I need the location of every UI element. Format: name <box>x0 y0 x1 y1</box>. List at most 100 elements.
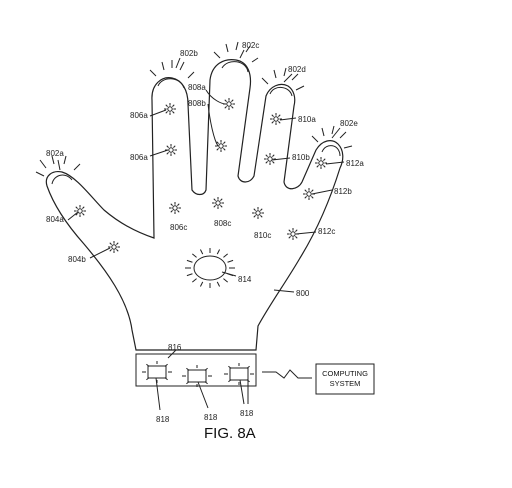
wireless-link <box>262 369 312 379</box>
wrist-unit-ray <box>164 363 168 367</box>
sensor-810a-spark <box>273 116 279 122</box>
sensor-812a-spark-ray <box>316 165 319 168</box>
sensor-810a-spark-ray <box>278 114 281 117</box>
glove-outline <box>45 59 344 351</box>
sensor-808c-spark <box>215 200 221 206</box>
sensor-810c-spark-ray <box>260 208 263 211</box>
sensor-808a-spark-ray <box>224 106 227 109</box>
sensor-808b-spark-ray <box>216 141 219 144</box>
sensor-806a-upper-spark <box>167 106 173 112</box>
label-818-right: 818 <box>240 409 254 418</box>
sensor-812b-spark-ray <box>311 189 314 192</box>
label-800: 800 <box>296 289 310 298</box>
label-812b: 812b <box>334 187 352 196</box>
sensor-sparks <box>74 98 327 253</box>
wrist-unit-ray <box>164 377 168 381</box>
palm-ray <box>216 281 221 287</box>
sensor-806a-lower-spark-ray <box>166 152 169 155</box>
nail-pinky <box>321 145 341 157</box>
sensor-806c-spark-ray <box>177 210 180 213</box>
sensor-804a-spark-ray <box>75 206 78 209</box>
sensor-810b-spark-ray <box>265 154 268 157</box>
wrist-unit-ray <box>246 365 250 369</box>
label-802d: 802d <box>288 65 306 74</box>
label-810a: 810a <box>298 115 316 124</box>
sensor-812c-spark-ray <box>295 229 298 232</box>
label-810c: 810c <box>254 231 271 240</box>
sensor-804b-spark-ray <box>109 242 112 245</box>
sensor-812b-spark-ray <box>304 196 307 199</box>
label-808b: 808b <box>188 99 206 108</box>
sensor-812a-spark-ray <box>323 165 326 168</box>
sensor-812c-spark-ray <box>288 229 291 232</box>
sensor-808c-spark-ray <box>213 205 216 208</box>
sensor-810b-spark <box>267 156 273 162</box>
fingertip-rays <box>35 41 353 177</box>
wrist-unit-ray <box>204 381 208 385</box>
wrist-unit-ray <box>228 379 232 383</box>
sensor-806a-lower-spark-ray <box>173 145 176 148</box>
sensor-804b-spark-ray <box>116 242 119 245</box>
sensor-808c-spark-ray <box>213 198 216 201</box>
sensor-812a-spark <box>318 160 324 166</box>
figure-caption: FIG. 8A <box>204 425 256 442</box>
sensor-812c-spark-ray <box>288 236 291 239</box>
computing-system-line2: SYSTEM <box>330 379 361 388</box>
sensor-808b-spark-ray <box>223 148 226 151</box>
sensor-804b-spark-ray <box>109 249 112 252</box>
palm-ray <box>227 259 234 263</box>
sensor-810c-spark-ray <box>253 208 256 211</box>
palm-ray <box>186 259 193 263</box>
sensor-804a-spark-ray <box>82 213 85 216</box>
sensor-808b-spark <box>218 143 224 149</box>
palm-ray <box>186 273 193 277</box>
label-802b: 802b <box>180 49 198 58</box>
wrist-unit-ray <box>186 381 190 385</box>
sensor-810c-spark-ray <box>260 215 263 218</box>
sensor-808a-spark-ray <box>231 106 234 109</box>
wrist-unit-ray <box>186 367 190 371</box>
sensor-810a-spark-ray <box>271 114 274 117</box>
sensor-804a-spark <box>77 208 83 214</box>
sensor-806c-spark-ray <box>170 203 173 206</box>
computing-system-box <box>315 363 375 395</box>
nail-index <box>157 78 185 89</box>
sensor-812b-spark <box>306 191 312 197</box>
sensor-806a-upper-spark-ray <box>165 104 168 107</box>
sensor-806a-lower-spark <box>168 147 174 153</box>
sensor-806c-spark-ray <box>170 210 173 213</box>
sensor-808c-spark-ray <box>220 198 223 201</box>
sensor-804a-spark-ray <box>75 213 78 216</box>
label-810b: 810b <box>292 153 310 162</box>
sensor-810b-spark-ray <box>265 161 268 164</box>
wrist-unit-ray <box>146 377 150 381</box>
palm-light <box>185 248 235 288</box>
label-802a: 802a <box>46 149 64 158</box>
palm-ray <box>199 249 204 255</box>
computing-system-line1: COMPUTING <box>322 369 368 378</box>
wristband <box>135 353 257 387</box>
sensor-812b-spark-ray <box>304 189 307 192</box>
label-802e: 802e <box>340 119 358 128</box>
sensor-810b-spark-ray <box>272 161 275 164</box>
nail-middle <box>221 61 249 73</box>
sensor-804b-spark-ray <box>116 249 119 252</box>
palm-ray <box>223 278 228 283</box>
label-802c: 802c <box>242 41 259 50</box>
label-804b: 804b <box>68 255 86 264</box>
sensor-810a-spark-ray <box>271 121 274 124</box>
sensor-808b-spark-ray <box>216 148 219 151</box>
sensor-806a-upper-spark-ray <box>165 111 168 114</box>
label-814: 814 <box>238 275 252 284</box>
palm-ray <box>192 253 197 258</box>
sensor-804b-spark <box>111 244 117 250</box>
palm-ray <box>223 253 228 258</box>
nail-ring <box>269 87 293 97</box>
palm-ray <box>192 278 197 283</box>
label-808a: 808a <box>188 83 206 92</box>
label-818-left: 818 <box>156 415 170 424</box>
label-816: 816 <box>168 343 182 352</box>
palm-ray <box>216 249 221 255</box>
sensor-812a-spark-ray <box>316 158 319 161</box>
